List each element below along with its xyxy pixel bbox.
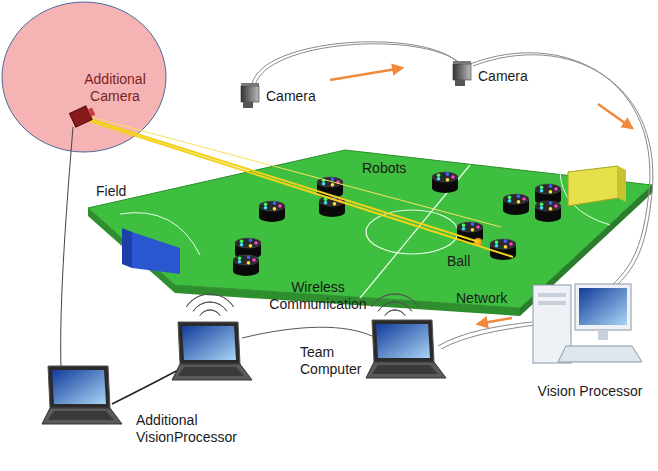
robot [535, 201, 561, 222]
wireless-wave [186, 294, 233, 307]
robot [432, 172, 458, 193]
data-flow-arrow [478, 318, 512, 324]
robots-label: Robots [362, 160, 406, 177]
team-computer-label: Team Computer [300, 344, 368, 378]
wireless-wave [371, 294, 418, 307]
data-flow-arrow [598, 104, 632, 128]
wireless-wave [385, 310, 405, 316]
camera-icon [453, 61, 471, 86]
field-surface [88, 150, 652, 308]
laptop-icon [172, 322, 252, 380]
ball-label: Ball [447, 253, 470, 270]
view-line [83, 119, 513, 257]
center-line [360, 165, 470, 298]
camera-cable [61, 127, 73, 368]
camera-cable [252, 42, 458, 84]
yellow-goal [618, 166, 626, 202]
additional-processor-label: Additional VisionProcessor [136, 412, 254, 446]
wireless-wave [200, 310, 220, 316]
camera-cable [470, 53, 650, 285]
camera-region: Additional Camera [1, 1, 167, 153]
camera-icon [241, 83, 259, 108]
view-line [83, 117, 479, 242]
blue-goal [122, 228, 132, 268]
additional-camera-icon [69, 104, 96, 127]
laptop-icon [42, 366, 122, 424]
camera-cable [255, 44, 461, 86]
camera-label: Camera [266, 88, 316, 105]
robot [503, 194, 529, 215]
view-line [83, 115, 501, 227]
vision-processor-label: Vision Processor [528, 383, 652, 400]
laptop-icon [366, 320, 446, 378]
desktop-computer [533, 284, 642, 363]
region-ellipse [2, 2, 166, 152]
wireless-wave [193, 302, 227, 311]
robot [259, 201, 285, 222]
network-cable [441, 325, 535, 349]
wireless-wave [378, 302, 412, 311]
field-label: Field [96, 183, 126, 200]
region-label: Additional Camera [77, 71, 153, 105]
network-cable [112, 368, 182, 404]
camera-label: Camera [478, 68, 528, 85]
data-flow-arrow [330, 68, 402, 80]
wireless-label: Wireless Communication [262, 279, 374, 313]
blue-goal [132, 232, 180, 274]
robot [233, 255, 259, 276]
network-label: Network [456, 290, 507, 307]
yellow-goal [568, 166, 618, 206]
network-cable [242, 327, 372, 338]
